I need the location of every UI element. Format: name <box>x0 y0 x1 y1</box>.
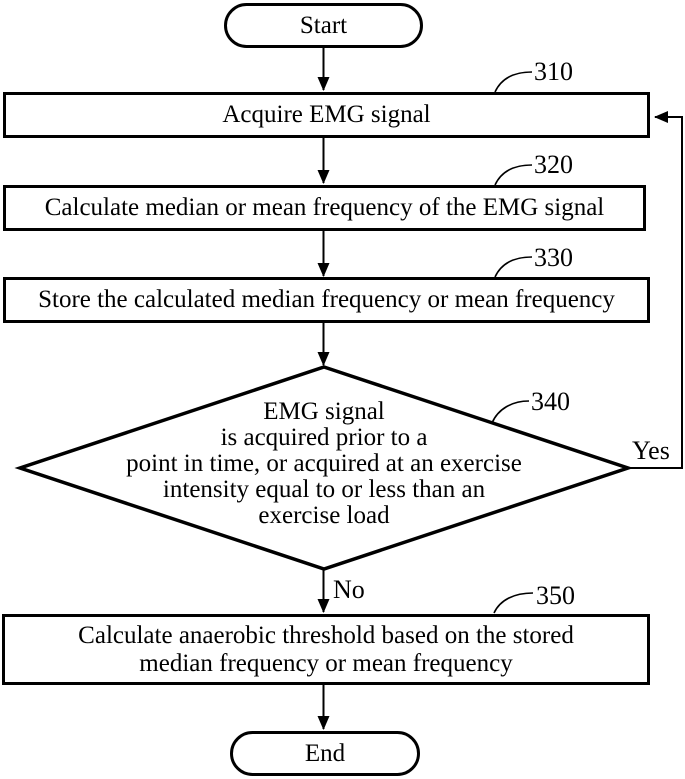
process-330-label: Store the calculated median frequency or… <box>38 286 615 313</box>
decision-340-text: EMG signal is acquired prior to a point … <box>94 399 554 529</box>
leader-320 <box>494 164 533 186</box>
decision-340-line4: intensity equal to or less than an <box>162 476 486 503</box>
ref-340: 340 <box>531 387 570 416</box>
start-label: Start <box>299 11 348 39</box>
end-label: End <box>304 739 346 767</box>
process-350-calculate-threshold: Calculate anaerobic threshold based on t… <box>2 614 650 685</box>
ref-350: 350 <box>536 581 575 610</box>
leader-340 <box>491 400 530 424</box>
branch-no-label: No <box>333 575 365 604</box>
end-node: End <box>230 731 420 776</box>
edge-340-yes-to-310 <box>628 111 683 469</box>
ref-330: 330 <box>534 243 573 272</box>
ref-310: 310 <box>534 57 573 86</box>
decision-340-line5: exercise load <box>258 502 390 529</box>
process-320-calculate-frequency: Calculate median or mean frequency of th… <box>3 185 646 231</box>
process-330-store-frequency: Store the calculated median frequency or… <box>3 277 650 323</box>
start-node: Start <box>224 3 423 48</box>
process-350-line1: Calculate anaerobic threshold based on t… <box>78 621 574 649</box>
branch-yes-label: Yes <box>632 436 670 465</box>
process-310-acquire-emg: Acquire EMG signal <box>3 92 650 138</box>
process-350-line2: median frequency or mean frequency <box>139 649 513 677</box>
leader-350 <box>493 592 534 614</box>
decision-diamond-shape <box>14 365 634 571</box>
process-310-label: Acquire EMG signal <box>222 101 431 128</box>
leader-310 <box>494 71 533 93</box>
ref-320: 320 <box>534 150 573 179</box>
process-350-label: Calculate anaerobic threshold based on t… <box>78 622 574 678</box>
decision-340-line3: point in time, or acquired at an exercis… <box>126 450 522 477</box>
decision-340-line2: is acquired prior to a <box>220 424 428 451</box>
decision-340-line1: EMG signal <box>263 398 385 425</box>
leader-330 <box>494 256 533 278</box>
process-320-label: Calculate median or mean frequency of th… <box>44 194 605 221</box>
